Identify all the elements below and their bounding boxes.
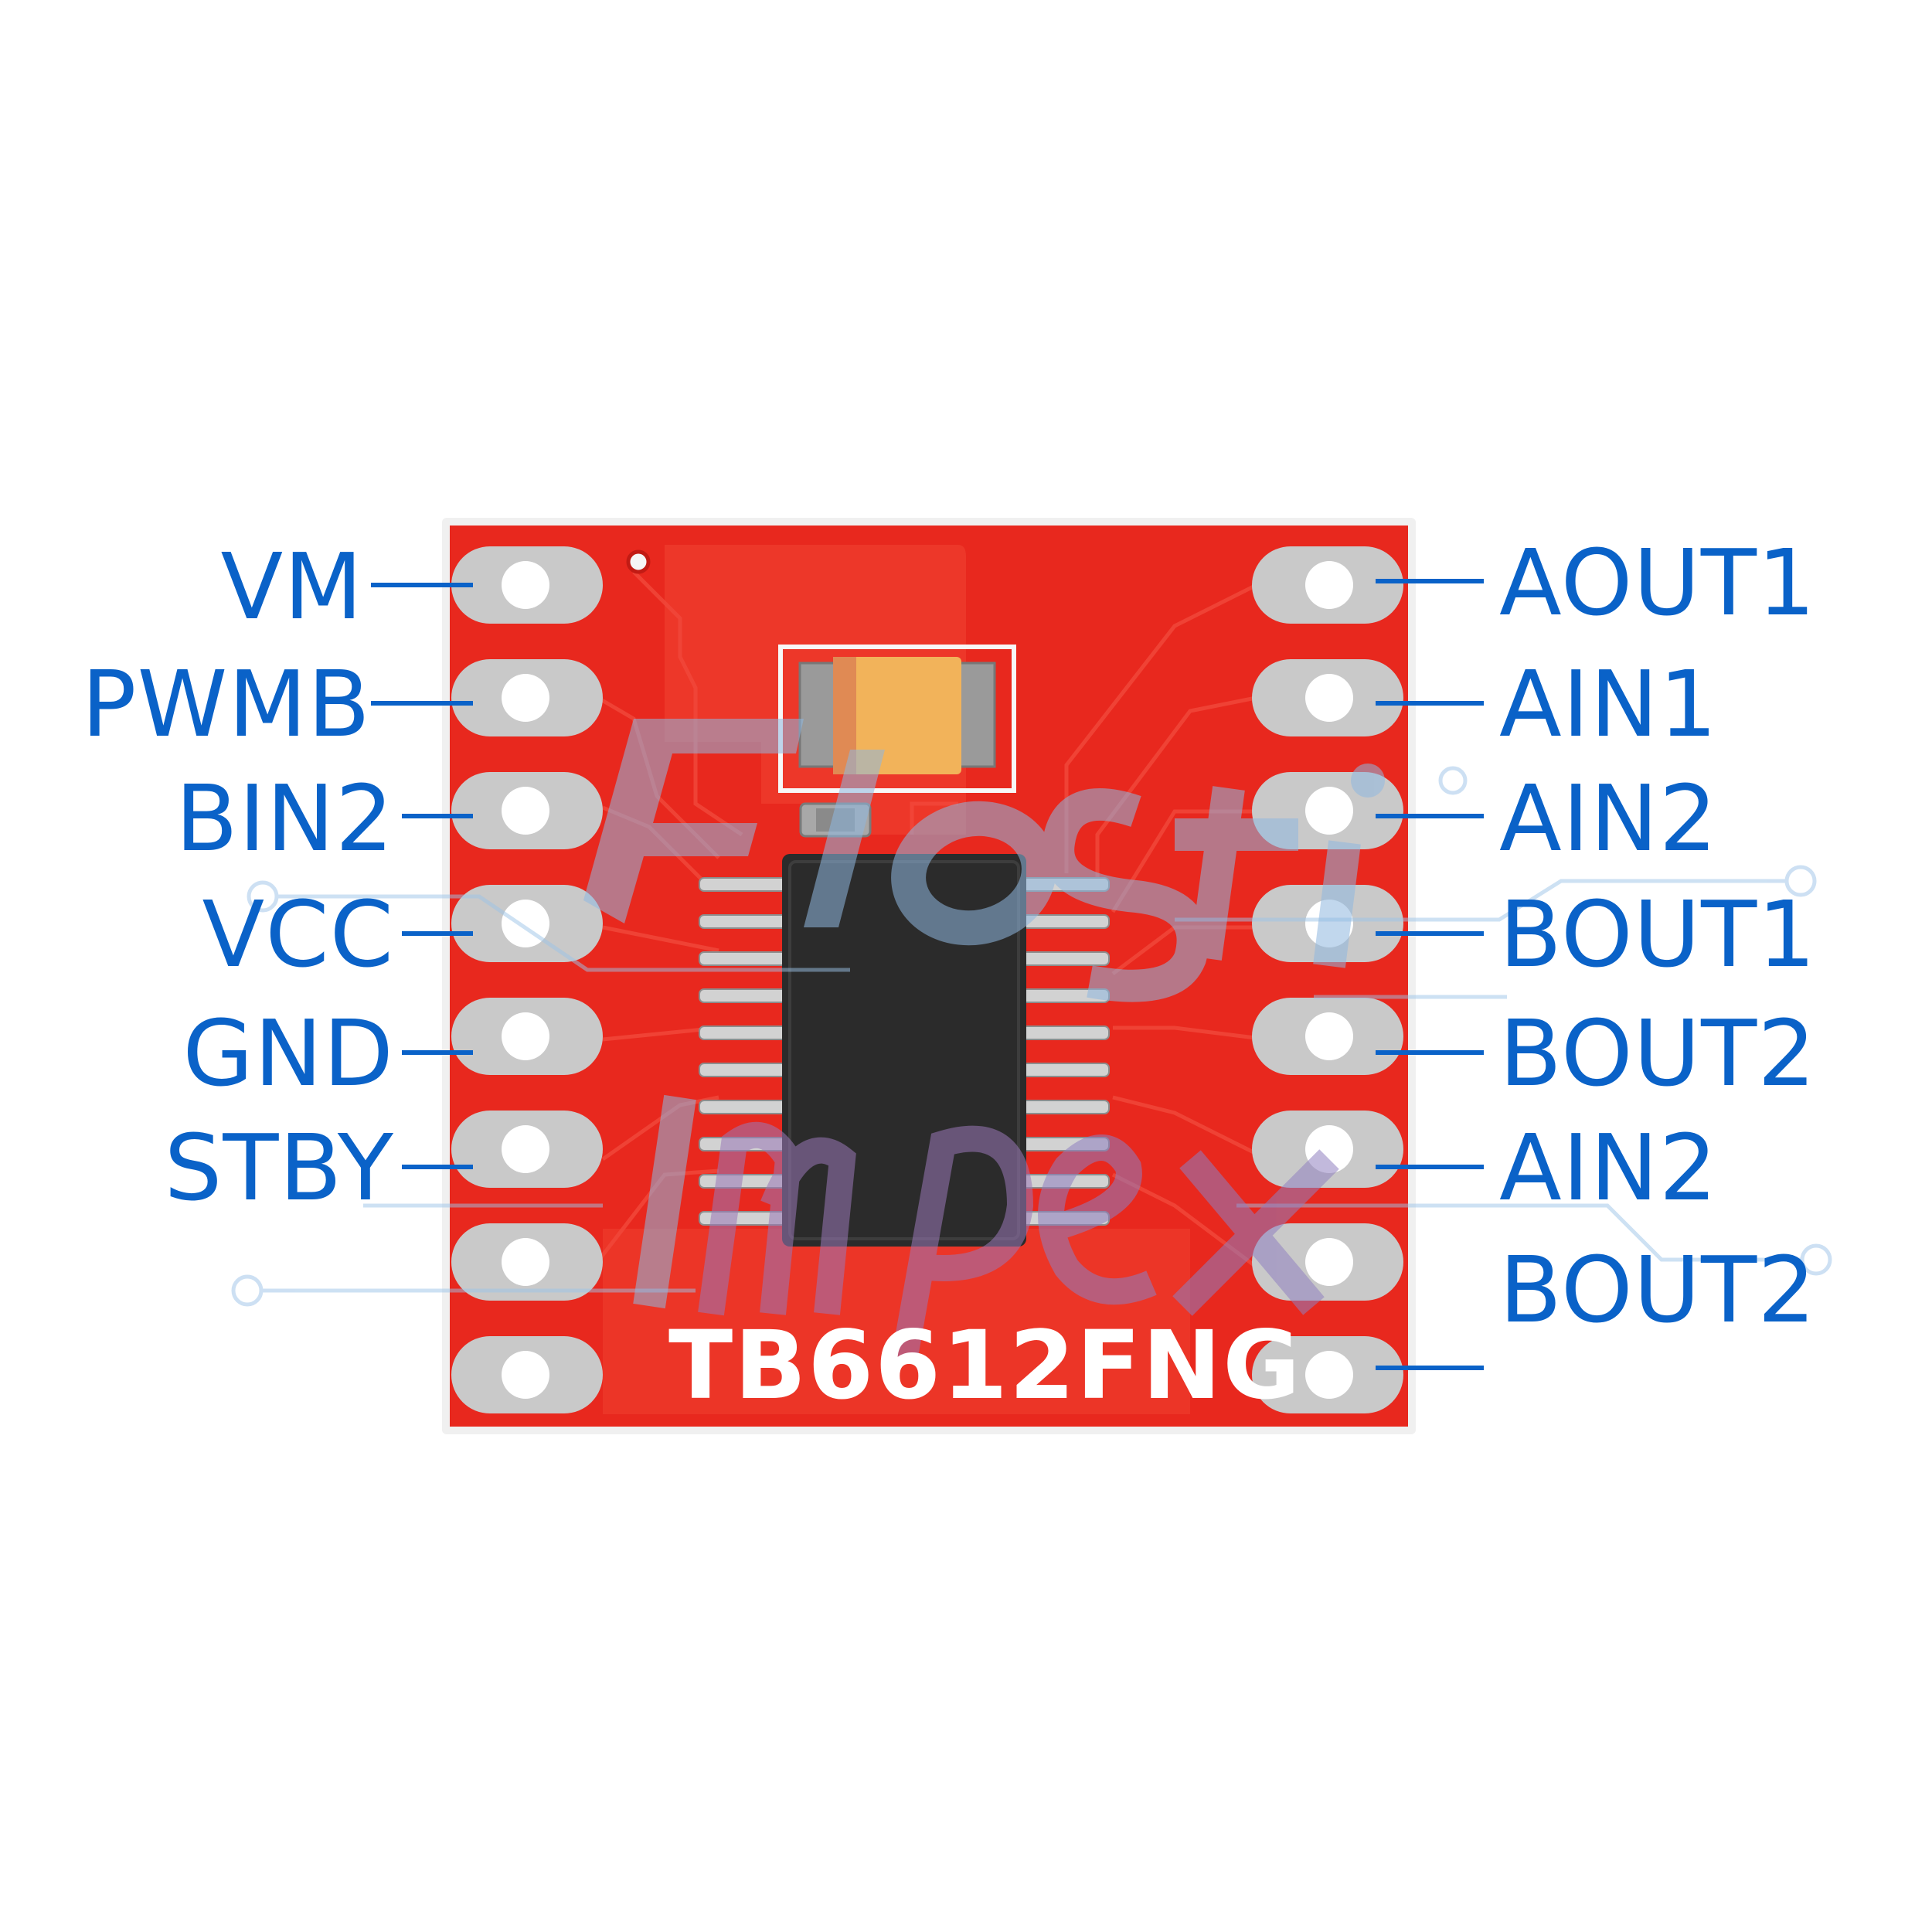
pin-label-ain2-b: AIN2	[1499, 1114, 1718, 1221]
pin-label-ain1: AIN1	[1499, 651, 1718, 757]
pin-label-bout2-b: BOUT2	[1499, 1236, 1817, 1343]
module-marking: TB6612FNG	[668, 1311, 1302, 1420]
leader-lines-left	[371, 583, 473, 1169]
watermark	[231, 766, 1832, 1307]
watermark-letters	[583, 719, 1385, 1362]
pin-label-vm: VM	[220, 533, 363, 640]
tantalum-capacitor	[778, 645, 1016, 793]
pin-label-bout2: BOUT2	[1499, 1000, 1817, 1107]
pin-label-bin2: BIN2	[175, 765, 394, 872]
pin-label-bout1: BOUT1	[1499, 881, 1817, 988]
copper-pour-bottom	[603, 1229, 1190, 1414]
pin-label-vcc: VCC	[202, 881, 394, 988]
pin-label-gnd: GND	[182, 1000, 394, 1107]
via	[626, 549, 651, 574]
pin-label-pwmb: PWMB	[81, 651, 371, 757]
pin-label-stby: STBY	[164, 1114, 394, 1221]
left-pads	[451, 546, 603, 1413]
pin-label-ain2: AIN2	[1499, 765, 1718, 872]
leader-lines-right	[1376, 579, 1484, 1370]
pin-label-aout1: AOUT1	[1499, 529, 1817, 636]
